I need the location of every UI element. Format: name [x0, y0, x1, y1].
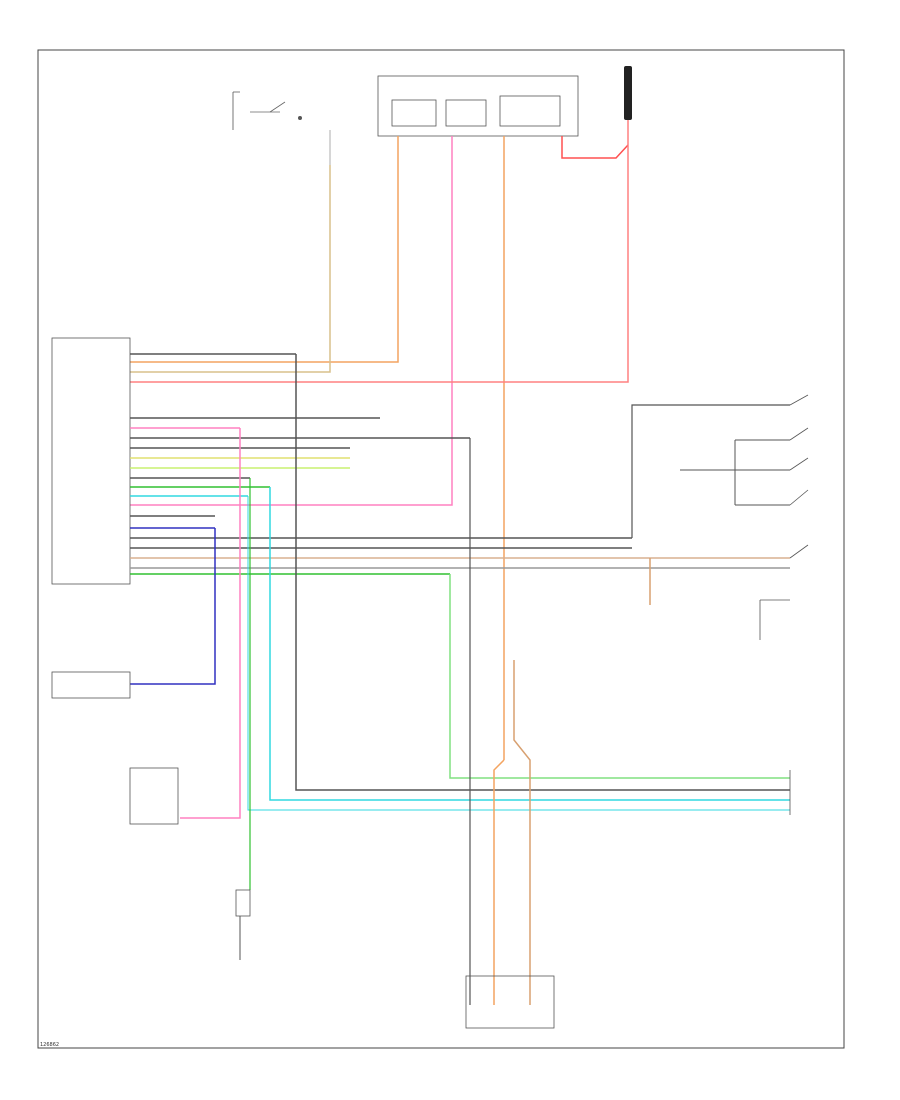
body-control-module [51, 337, 131, 585]
footer-code: 126862 [40, 1042, 59, 1048]
wire-tan-center [513, 660, 531, 1005]
powertrain-control-module [51, 671, 131, 699]
wire-blue [130, 528, 216, 685]
diagram-frame [37, 49, 845, 1049]
fuse-block [377, 75, 579, 137]
fuse-2 [445, 99, 487, 127]
wire-green-long [449, 574, 790, 779]
security-relay [235, 889, 251, 917]
door-switches [759, 394, 809, 640]
wire-red-loop [561, 136, 629, 159]
wire-pink-red [130, 120, 629, 383]
module-pins [130, 353, 790, 575]
wire-cyan-long [269, 487, 790, 801]
wire-pink-top [130, 136, 453, 506]
wire-gray-right-1 [631, 404, 790, 538]
wire-gray-long [295, 354, 790, 791]
ignition-switch [232, 91, 331, 165]
wire-orange-1 [130, 136, 399, 363]
fuse-3 [499, 95, 561, 127]
fuse-1 [391, 99, 437, 127]
wire-tan [130, 165, 331, 373]
wire-pink-down [180, 428, 241, 819]
keyless-entry-module [129, 767, 179, 825]
wire-cyan-2 [247, 496, 790, 811]
wire-orange-center [493, 759, 505, 1005]
battery-fusible-link [624, 66, 632, 120]
door-lock-switch [465, 975, 555, 1029]
